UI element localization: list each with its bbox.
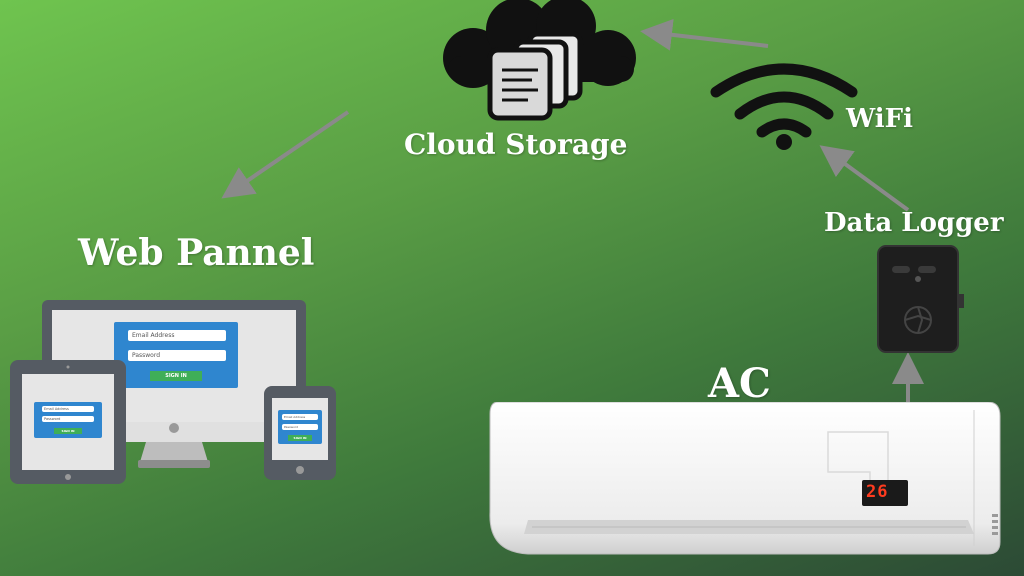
- phone-login-form: Email Address Password SIGN IN: [278, 410, 322, 444]
- wifi-label: WiFi: [846, 104, 913, 134]
- data-logger-device: [877, 245, 964, 353]
- arrow-logger-to-wifi: [819, 145, 910, 212]
- tablet-password-field[interactable]: Password: [42, 416, 94, 422]
- cloud-storage-label: Cloud Storage: [404, 128, 628, 161]
- phone-sign-in-button[interactable]: SIGN IN: [288, 435, 312, 441]
- tablet-email-field[interactable]: Email Address: [42, 406, 94, 412]
- wifi-icon: [710, 63, 858, 150]
- phone-device: Email Address Password SIGN IN: [264, 386, 336, 480]
- arrow-cloud-to-web: [221, 110, 350, 199]
- data-logger-label: Data Logger: [824, 208, 1004, 238]
- cloud-storage-icon: [443, 0, 636, 121]
- ac-temperature-display: 26: [866, 482, 889, 502]
- phone-email-field[interactable]: Email Address: [282, 414, 318, 420]
- ac-label: AC: [708, 360, 771, 407]
- monitor-login-form: Email Address Password SIGN IN: [114, 322, 238, 388]
- email-field[interactable]: Email Address: [128, 330, 226, 341]
- sign-in-button[interactable]: SIGN IN: [150, 371, 202, 381]
- air-conditioner: 26: [488, 402, 1004, 558]
- tablet-sign-in-button[interactable]: SIGN IN: [54, 428, 82, 434]
- arrow-wifi-to-cloud: [640, 18, 769, 51]
- ac-body: [489, 402, 1001, 555]
- tablet-device: Email Address Password SIGN IN: [10, 360, 126, 484]
- tablet-login-form: Email Address Password SIGN IN: [34, 402, 102, 438]
- phone-password-field[interactable]: Password: [282, 424, 318, 430]
- web-panel-label: Web Pannel: [78, 232, 315, 274]
- password-field[interactable]: Password: [128, 350, 226, 361]
